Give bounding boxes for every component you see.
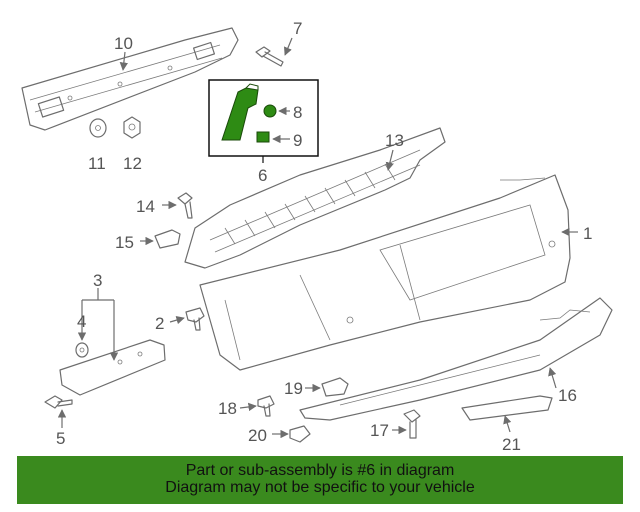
- callout-13: 13: [385, 131, 404, 150]
- bumper-cover-part: [199, 174, 571, 371]
- callout-18: 18: [218, 399, 237, 418]
- callout-16: 16: [558, 386, 577, 405]
- washer-11-part: [89, 118, 107, 138]
- info-banner: Part or sub-assembly is #6 in diagram Di…: [17, 456, 623, 504]
- callout-5: 5: [56, 429, 65, 448]
- retainer-2-part: [185, 307, 205, 331]
- callout-10: 10: [114, 34, 133, 53]
- callout-17: 17: [370, 421, 389, 440]
- clip-20-part: [289, 425, 311, 443]
- side-bracket-3-part: [59, 339, 166, 396]
- part-6-highlight-box: [208, 79, 319, 163]
- push-pin-18-part: [257, 395, 275, 417]
- energy-absorber-part: [184, 127, 446, 269]
- lower-valance-part: [299, 297, 613, 421]
- callout-labels: 1 2 3 4 5 6 7 8 9 10 11 12 13 14 15 16 1…: [56, 19, 592, 454]
- callout-9: 9: [293, 131, 302, 150]
- washer-4-part: [75, 342, 89, 358]
- bolt-14-part: [177, 192, 193, 219]
- callout-21: 21: [502, 435, 521, 454]
- callout-12: 12: [123, 154, 142, 173]
- callout-15: 15: [115, 233, 134, 252]
- reinforcement-bar-part: [21, 27, 239, 131]
- bolt-17-part: [403, 409, 421, 439]
- callout-6: 6: [258, 166, 267, 185]
- clip-part-8: [263, 104, 277, 118]
- callout-11: 11: [88, 154, 106, 173]
- bolt-5-part: [44, 395, 73, 409]
- callout-1: 1: [583, 224, 592, 243]
- callout-7: 7: [293, 19, 302, 38]
- callout-20: 20: [248, 426, 267, 445]
- callout-3: 3: [93, 271, 102, 290]
- bracket-part-6: [221, 87, 259, 141]
- callout-4: 4: [77, 312, 86, 331]
- callout-19: 19: [284, 379, 303, 398]
- clip-part-9: [256, 131, 270, 143]
- trim-strip-21-part: [461, 395, 553, 421]
- exploded-parts-diagram: 1 2 3 4 5 6 7 8 9 10 11 12 13 14 15 16 1…: [21, 19, 613, 454]
- callout-2: 2: [155, 314, 164, 333]
- banner-line-1: Part or sub-assembly is #6 in diagram: [185, 462, 455, 479]
- callout-14: 14: [136, 197, 155, 216]
- clip-15-part: [154, 229, 181, 249]
- callout-8: 8: [293, 103, 302, 122]
- clip-19-part: [321, 377, 349, 397]
- bolt-7-part: [255, 46, 284, 67]
- nut-12-part: [123, 116, 141, 139]
- banner-line-2: Diagram may not be specific to your vehi…: [165, 479, 475, 496]
